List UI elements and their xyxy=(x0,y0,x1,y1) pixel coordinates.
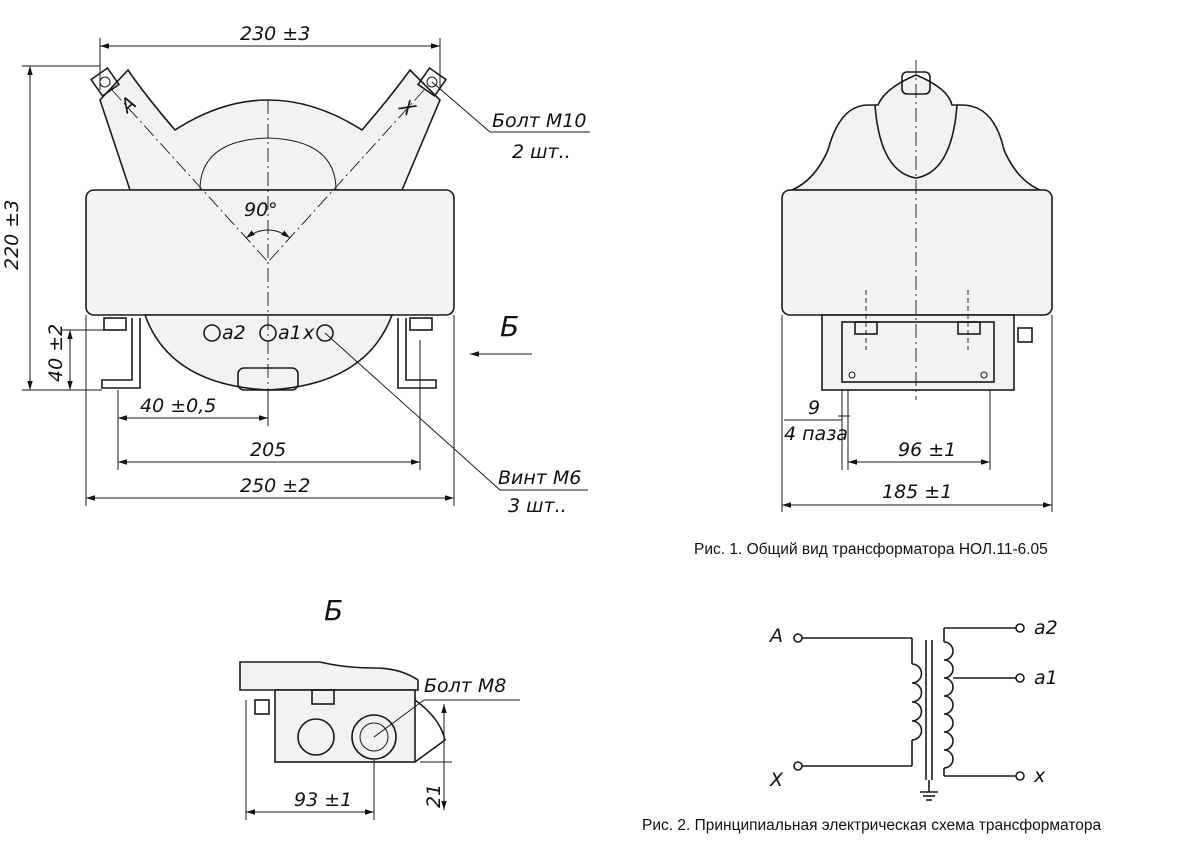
front-view xyxy=(85,66,455,420)
view-b-ground-terminal xyxy=(297,718,335,756)
dim-9: 9 xyxy=(808,397,820,419)
angle-90: 90° xyxy=(244,199,278,221)
front-left-nut xyxy=(103,317,127,331)
screw-m6-label: Винт М6 xyxy=(498,467,581,489)
side-base-box xyxy=(821,314,1015,391)
label-a1: a1 xyxy=(278,322,302,344)
term-a2-screw xyxy=(203,324,221,342)
side-right-nut xyxy=(957,321,981,335)
bolt-m8-label: Болт М8 xyxy=(424,675,506,697)
schem-a2: a2 xyxy=(1034,617,1058,639)
view-b-box xyxy=(274,689,416,763)
schematic xyxy=(793,623,1025,801)
front-dimensions xyxy=(22,38,590,506)
side-ground-bolt xyxy=(1017,327,1033,343)
dim-96: 96 ±1 xyxy=(898,439,956,461)
dim-185: 185 ±1 xyxy=(882,481,952,503)
side-insulator-head xyxy=(874,104,958,179)
slot-qty: 4 паза xyxy=(784,423,848,445)
label-a2: a2 xyxy=(222,322,246,344)
figure2-caption: Рис. 2. Принципиальная электрическая схе… xyxy=(642,817,1102,834)
dim-40-05: 40 ±0,5 xyxy=(140,395,216,417)
view-b-drawing xyxy=(239,661,520,820)
node-X xyxy=(793,761,803,771)
node-a1 xyxy=(1015,673,1025,683)
label-x-term: x xyxy=(302,322,315,344)
dim-40-2: 40 ±2 xyxy=(45,324,67,382)
dim-250: 250 ±2 xyxy=(240,475,310,497)
front-top-arch xyxy=(99,68,441,191)
term-x-screw xyxy=(316,324,334,342)
bolt-m10-label: Болт М10 xyxy=(492,110,586,132)
view-b-bolt-m8 xyxy=(351,714,397,760)
figure1-caption: Рис. 1. Общий вид трансформатора НОЛ.11-… xyxy=(694,541,1048,558)
dim-230: 230 ±3 xyxy=(240,23,310,45)
front-lower-bowl xyxy=(143,314,394,391)
primary-winding xyxy=(911,663,923,741)
front-left-foot xyxy=(101,318,141,389)
view-b-side-bolt xyxy=(254,699,270,715)
schem-X: X xyxy=(769,769,784,791)
dim-93: 93 ±1 xyxy=(294,789,352,811)
node-x xyxy=(1015,771,1025,781)
front-right-nut xyxy=(409,317,433,331)
schem-a1: a1 xyxy=(1034,667,1058,689)
view-arrow-label: Б xyxy=(500,310,519,343)
side-main-body xyxy=(781,189,1053,316)
node-A xyxy=(793,633,803,643)
dim-205: 205 xyxy=(250,439,286,461)
dim-21: 21 xyxy=(423,784,445,808)
schem-x: x xyxy=(1033,765,1046,787)
schem-A: A xyxy=(768,625,783,647)
side-terminal-plate xyxy=(841,321,995,383)
node-a2 xyxy=(1015,623,1025,633)
screw-m6-qty: 3 шт.. xyxy=(508,495,567,517)
dim-220: 220 ±3 xyxy=(1,200,23,270)
secondary-winding xyxy=(943,641,954,769)
view-b-title: Б xyxy=(324,594,343,627)
bolt-m10-qty: 2 шт.. xyxy=(512,141,571,163)
side-view xyxy=(781,60,1053,512)
front-right-foot xyxy=(397,318,437,389)
view-b-body xyxy=(239,661,419,691)
view-b-top-nut xyxy=(311,689,335,705)
